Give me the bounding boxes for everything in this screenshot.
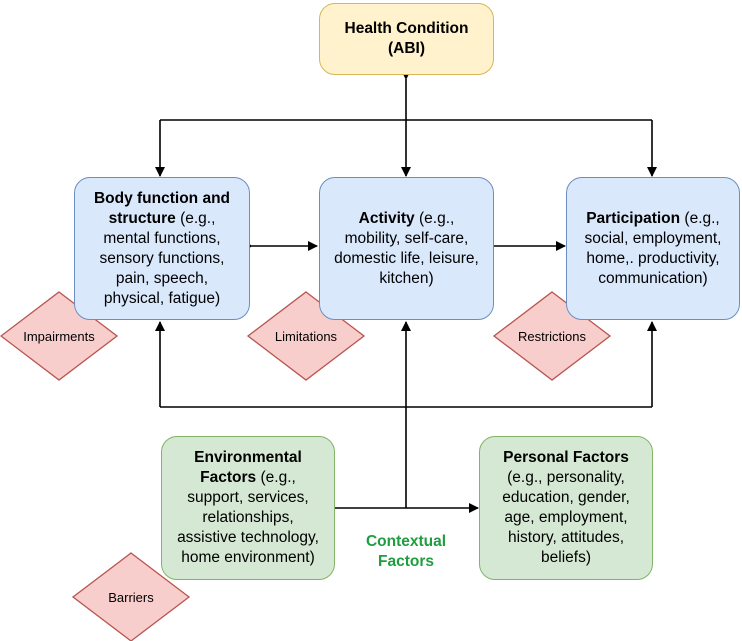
environmental-line: support, services, xyxy=(187,489,309,506)
activity-eg: (e.g., xyxy=(418,209,455,227)
contextual-line1: Contextual xyxy=(365,533,447,550)
personal-line: education, gender, xyxy=(502,489,630,506)
activity-line: mobility, self-care, xyxy=(344,229,469,247)
activity-line: domestic life, leisure, xyxy=(334,249,479,267)
barriers-label: Barriers xyxy=(108,589,154,605)
body-function-line: physical, fatigue) xyxy=(103,289,221,307)
body-function-line: sensory functions, xyxy=(99,249,225,267)
body-function-eg: (e.g., xyxy=(180,209,216,227)
personal-line: history, attitudes, xyxy=(507,529,624,546)
body-function-box: Body function and structure (e.g., menta… xyxy=(74,177,250,320)
participation-line: home,. productivity, xyxy=(586,249,720,267)
restrictions-label: Restrictions xyxy=(518,328,586,344)
body-function-title2: structure xyxy=(108,209,176,227)
personal-factors-box: Personal Factors (e.g., personality, edu… xyxy=(479,436,653,580)
participation-box: Participation (e.g., social, employment,… xyxy=(566,177,740,320)
participation-eg: (e.g., xyxy=(684,209,720,227)
environmental-line: assistive technology, xyxy=(177,529,319,546)
environmental-eg: (e.g., xyxy=(260,469,296,486)
environmental-line: relationships, xyxy=(202,509,294,526)
environmental-line: home environment) xyxy=(181,549,315,566)
contextual-factors-label: Contextual Factors xyxy=(346,532,466,572)
barriers-diamond xyxy=(71,552,191,641)
personal-line: age, employment, xyxy=(504,509,628,526)
impairments-label: Impairments xyxy=(23,328,95,344)
health-condition-subtitle: (ABI) xyxy=(387,40,426,57)
limitations-label: Limitations xyxy=(274,328,338,344)
body-function-line: pain, speech, xyxy=(115,269,209,287)
body-function-title: Body function and xyxy=(93,189,231,207)
health-condition-title: Health Condition xyxy=(344,20,469,37)
personal-title: Personal Factors xyxy=(503,449,629,466)
activity-box: Activity (e.g., mobility, self-care, dom… xyxy=(319,177,494,320)
environmental-title2: Factors xyxy=(200,469,257,486)
personal-line: (e.g., personality, xyxy=(507,469,625,486)
environmental-title: Environmental xyxy=(194,449,302,466)
participation-title: Participation xyxy=(586,209,681,227)
health-condition-box: Health Condition (ABI) xyxy=(319,3,494,75)
participation-line: communication) xyxy=(598,269,708,287)
activity-line: kitchen) xyxy=(379,269,434,287)
participation-line: social, employment, xyxy=(584,229,722,247)
contextual-line2: Factors xyxy=(378,553,434,570)
personal-line: beliefs) xyxy=(541,549,591,566)
body-function-line: mental functions, xyxy=(103,229,221,247)
activity-title: Activity xyxy=(358,209,415,227)
environmental-factors-box: Environmental Factors (e.g., support, se… xyxy=(161,436,335,580)
